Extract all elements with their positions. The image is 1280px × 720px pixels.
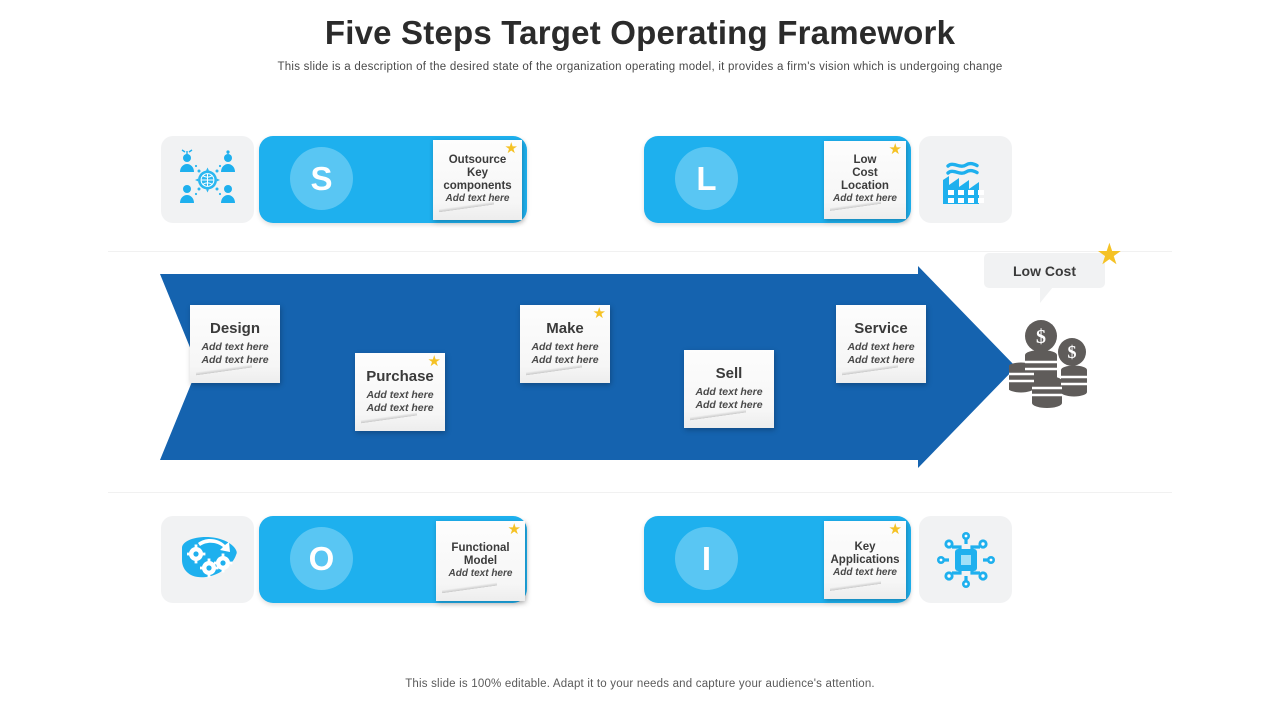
process-note-service[interactable]: Service Add text here Add text here: [836, 305, 926, 383]
note-title: Design: [209, 319, 260, 337]
note-subtext: Add text here Add text here: [366, 388, 434, 414]
page-subtitle: This slide is a description of the desir…: [277, 61, 1003, 73]
note-key-applications[interactable]: ★ Key Applications Add text here: [824, 521, 906, 599]
note-outsource-key-components[interactable]: ★ Outsource Key components Add text here: [433, 140, 522, 220]
page-curl: [830, 579, 881, 595]
callout-label: Low Cost: [1013, 262, 1076, 279]
note-title: Purchase: [366, 367, 434, 385]
process-note-design[interactable]: Design Add text here Add text here: [190, 305, 280, 383]
star-icon: ★: [888, 141, 902, 158]
callout-tail: [1040, 287, 1053, 303]
note-subtext: Add text here: [833, 193, 897, 205]
star-icon: ★: [888, 521, 902, 538]
divider-top: [108, 251, 1172, 252]
people-network-icon: [176, 148, 240, 211]
note-title: Low Cost Location: [841, 154, 889, 193]
note-functional-model[interactable]: ★ Functional Model Add text here: [436, 521, 525, 601]
note-title: Key Applications: [830, 540, 900, 566]
star-icon: ★: [507, 521, 521, 538]
divider-bottom: [108, 492, 1172, 493]
star-icon: ★: [504, 140, 518, 157]
note-subtext: Add text here Add text here: [695, 385, 763, 411]
svg-text:$: $: [1036, 326, 1046, 348]
note-subtext: Add text here: [445, 193, 510, 205]
note-subtext: Add text here Add text here: [531, 340, 599, 366]
star-icon: ★: [592, 305, 606, 322]
note-title: Service: [854, 319, 908, 337]
page-title: Five Steps Target Operating Framework: [324, 14, 956, 51]
note-subtext: Add text here: [833, 566, 897, 578]
star-icon: ★: [1097, 239, 1121, 269]
pillar-letter-s: S: [290, 147, 353, 210]
footer-note: This slide is 100% editable. Adapt it to…: [405, 678, 875, 690]
people-network-icon-tile: [161, 136, 254, 223]
note-subtext: Add text here Add text here: [201, 340, 269, 366]
gears-process-icon-tile: [161, 516, 254, 603]
gears-process-icon: [176, 530, 240, 590]
pillar-letter-i: I: [675, 527, 738, 590]
note-low-cost-location[interactable]: ★ Low Cost Location Add text here: [824, 141, 906, 219]
factory-icon: [935, 150, 997, 210]
page-curl: [442, 581, 498, 597]
note-title: Functional Model: [451, 541, 510, 567]
note-subtext: Add text here: [448, 567, 513, 579]
note-title: Outsource Key components: [443, 154, 512, 193]
process-note-make[interactable]: ★ Make Add text here Add text here: [520, 305, 610, 383]
circuit-chip-icon-tile: [919, 516, 1012, 603]
note-title: Sell: [715, 364, 743, 382]
note-subtext: Add text here Add text here: [847, 340, 915, 366]
star-icon: ★: [427, 353, 441, 370]
circuit-chip-icon: [935, 530, 997, 590]
low-cost-callout[interactable]: Low Cost ★: [984, 241, 1121, 303]
svg-text:$: $: [1068, 342, 1077, 362]
note-title: Make: [546, 319, 584, 337]
money-coins-icon: $ $: [1008, 318, 1095, 415]
process-note-purchase[interactable]: ★ Purchase Add text here Add text here: [355, 353, 445, 431]
factory-icon-tile: [919, 136, 1012, 223]
process-note-sell[interactable]: Sell Add text here Add text here: [684, 350, 774, 428]
pillar-letter-o: O: [290, 527, 353, 590]
pillar-letter-l: L: [675, 147, 738, 210]
